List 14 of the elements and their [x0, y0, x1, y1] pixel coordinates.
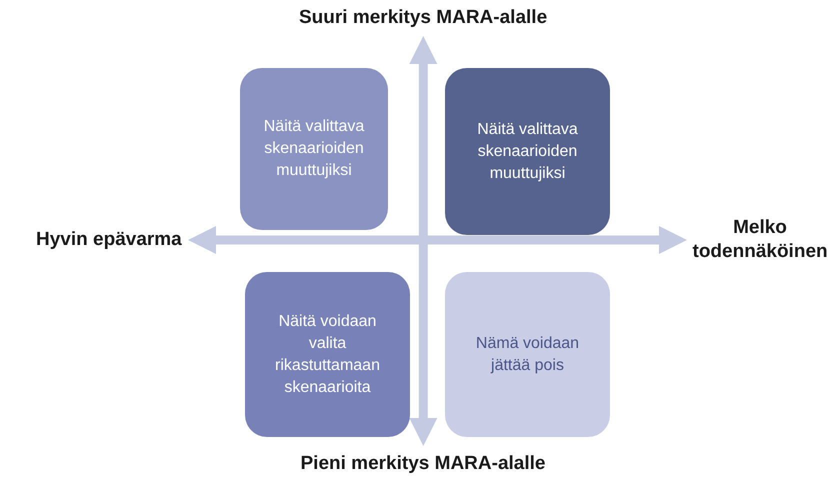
axis-label: Pieni merkitys MARA-alalle [300, 452, 546, 476]
quadrant-box [240, 68, 388, 230]
quadrant-text: Näitä voidaan valita rikastuttamaan skenaarioita [274, 312, 381, 398]
quadrant-box [445, 68, 610, 235]
quadrant-text: Näitä valittava skenaarioiden muuttujiksi [476, 120, 579, 184]
block-arrow [188, 226, 687, 254]
axis-label: Melko todennäköinen [692, 216, 828, 264]
quadrant-text: Nämä voidaan jättää pois [474, 334, 580, 376]
block-arrow [409, 36, 438, 446]
quadrant-box [245, 272, 410, 437]
axis-label: Hyvin epävarma [36, 228, 182, 252]
quadrant-text: Näitä valittava skenaarioiden muuttujiksi [262, 117, 366, 181]
quadrant-box [445, 272, 610, 437]
axis-label: Suuri merkitys MARA-alalle [299, 6, 548, 30]
